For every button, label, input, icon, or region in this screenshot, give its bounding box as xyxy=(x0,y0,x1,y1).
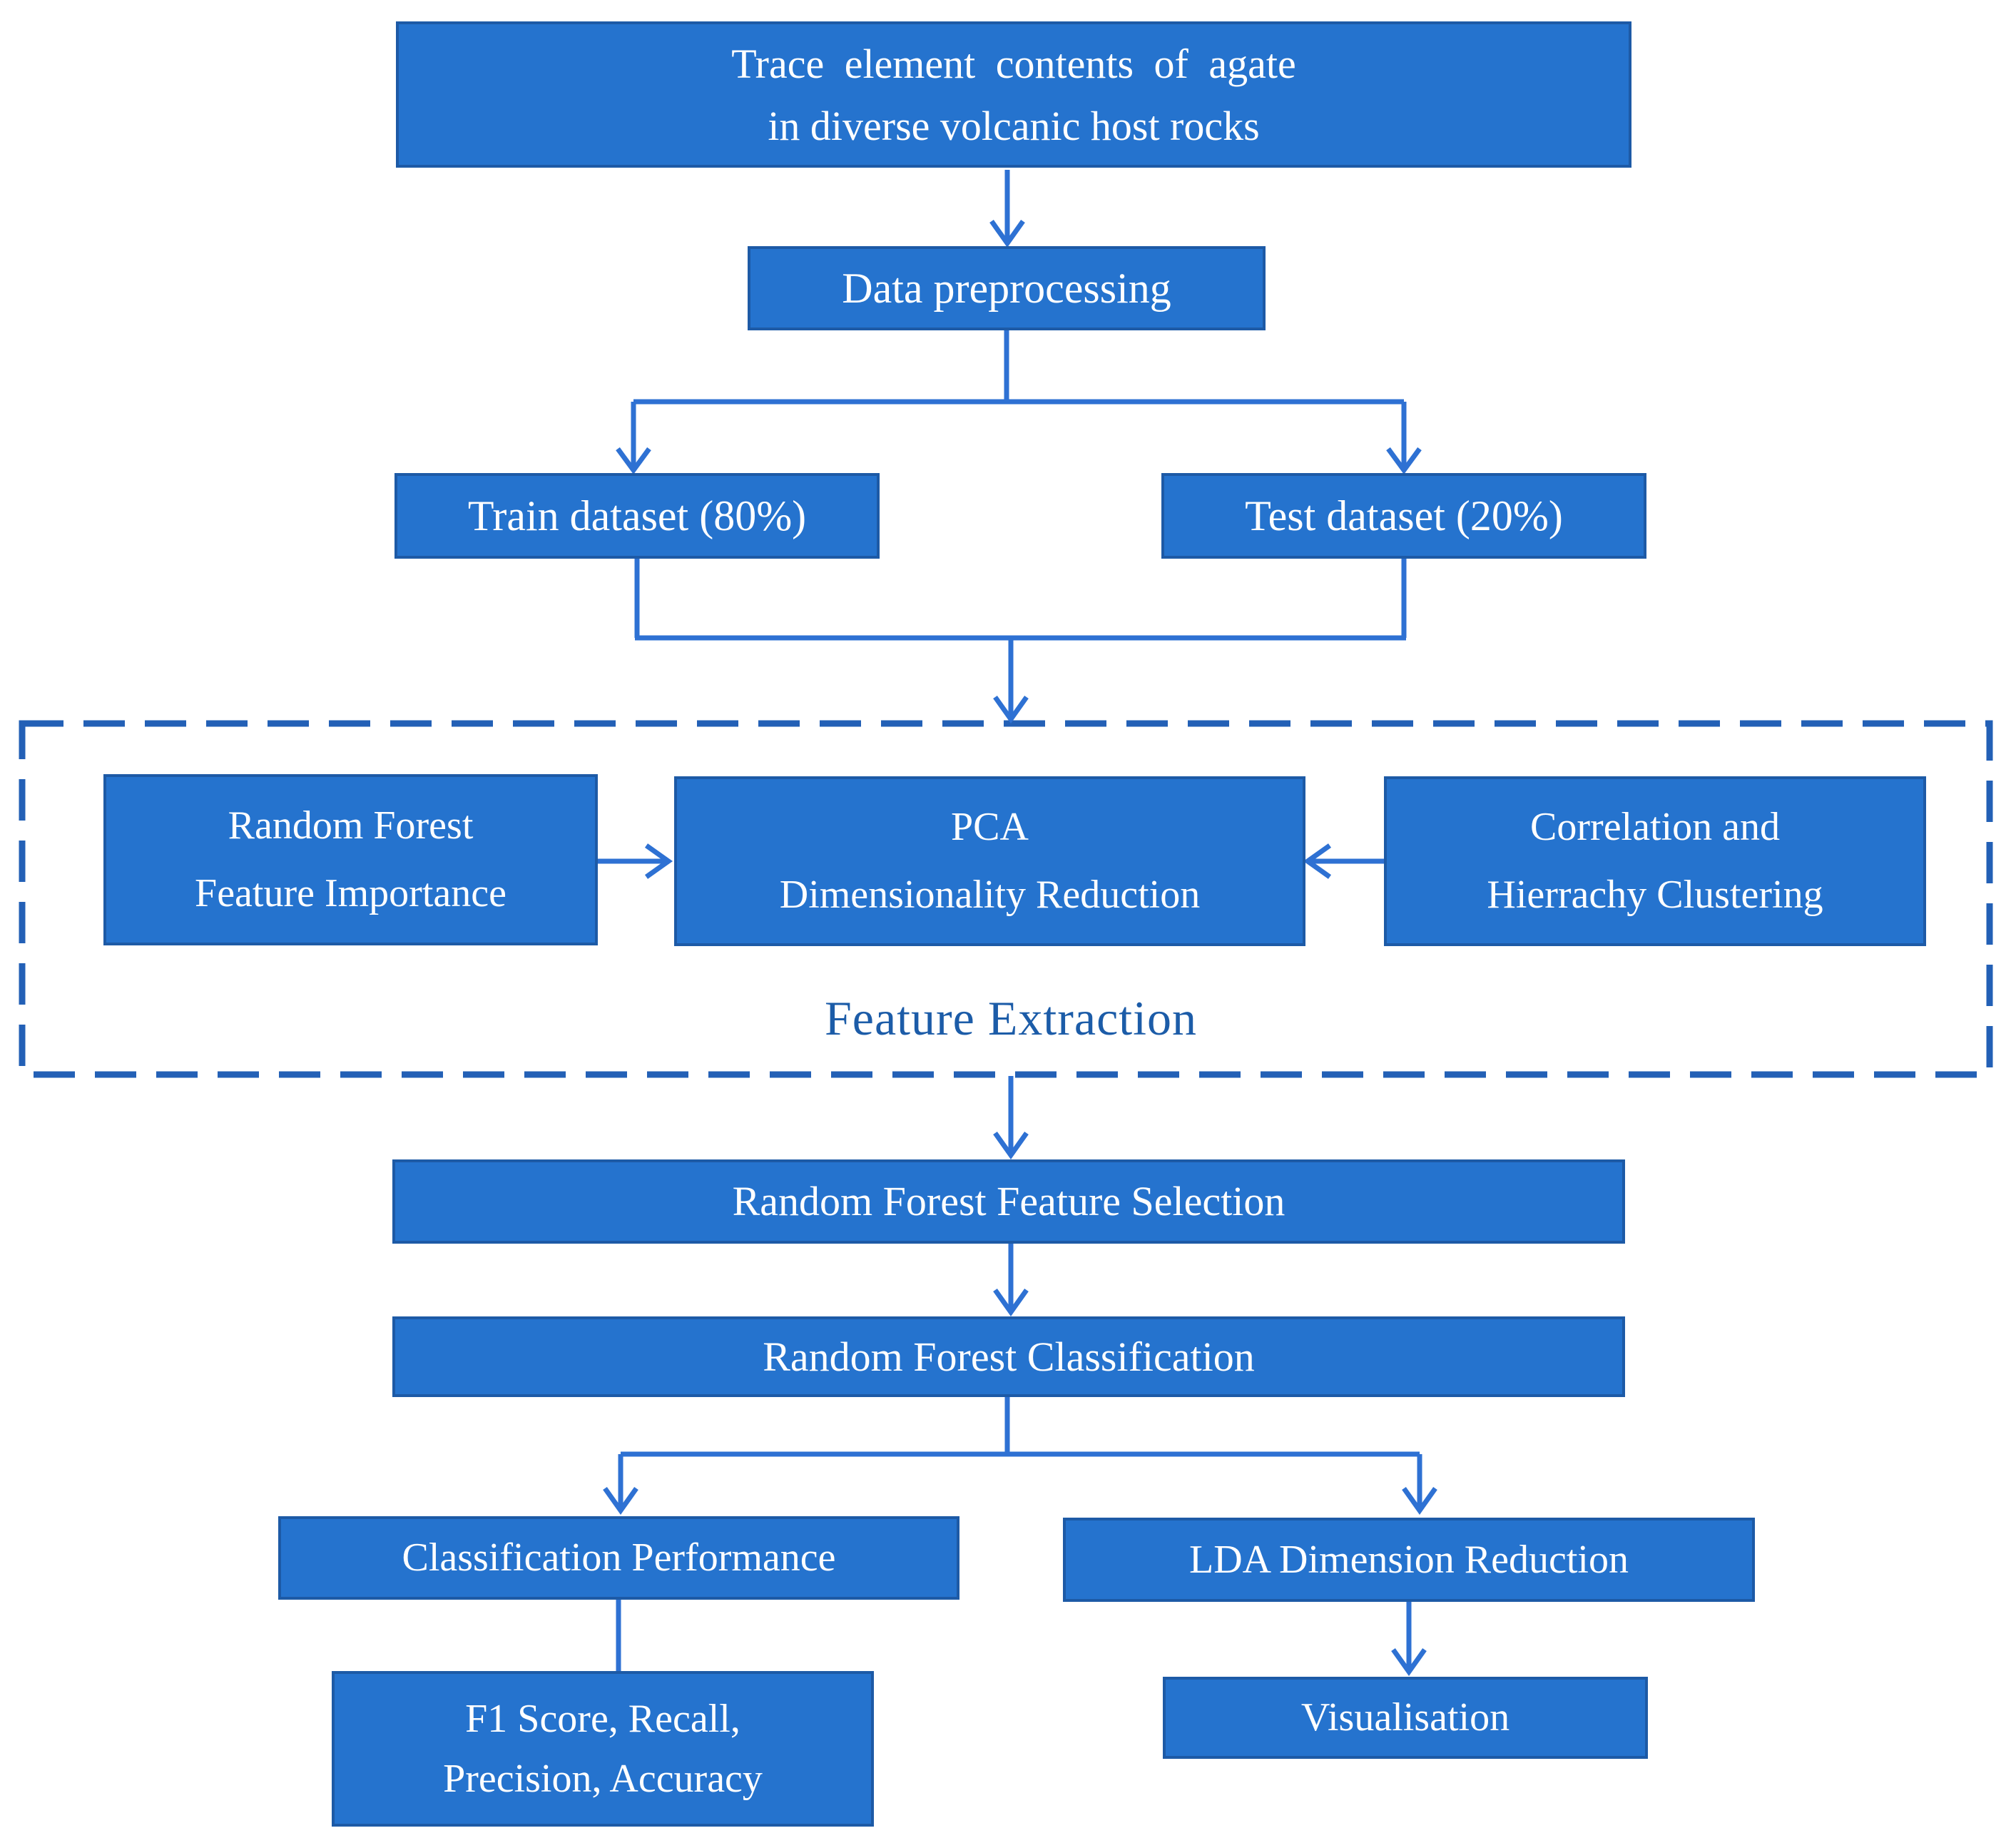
node-label-line: Hierrachy Clustering xyxy=(1487,873,1823,917)
arrowhead-down-icon xyxy=(1391,1648,1427,1677)
node-label-line: Dimensionality Reduction xyxy=(779,873,1201,917)
node-label-line: Feature Importance xyxy=(195,871,506,915)
split-connector xyxy=(618,1397,1422,1509)
node-label-line: Trace element contents of agate xyxy=(731,40,1296,87)
arrowhead-down-icon xyxy=(993,1288,1029,1317)
arrowhead-down-icon xyxy=(1402,1486,1437,1516)
node-label-line: LDA Dimension Reduction xyxy=(1189,1537,1629,1582)
node-correlation-hierarchy-clustering: Correlation and Hierrachy Clustering xyxy=(1384,776,1926,946)
node-label-line: Visualisation xyxy=(1300,1695,1510,1740)
node-label-line: Data preprocessing xyxy=(842,265,1171,312)
node-label-line: in diverse volcanic host rocks xyxy=(768,102,1260,149)
node-label-line: PCA xyxy=(951,804,1029,849)
node-label-line: F1 Score, Recall, xyxy=(465,1697,740,1741)
node-data-preprocessing: Data preprocessing xyxy=(748,246,1266,330)
merge-connector xyxy=(634,559,1407,718)
node-lda-dimension-reduction: LDA Dimension Reduction xyxy=(1063,1518,1755,1602)
arrowhead-down-icon xyxy=(993,695,1029,724)
feature-extraction-label: Feature Extraction xyxy=(824,990,1198,1045)
node-trace-element-contents: Trace element contents of agate in diver… xyxy=(396,21,1631,168)
node-label-line: Train dataset (80%) xyxy=(467,492,807,539)
node-test-dataset: Test dataset (20%) xyxy=(1161,473,1646,559)
arrowhead-down-icon xyxy=(1386,447,1422,474)
split-connector xyxy=(631,330,1407,468)
node-pca-dimensionality-reduction: PCA Dimensionality Reduction xyxy=(674,776,1305,946)
node-label-line: Random Forest Feature Selection xyxy=(732,1178,1285,1225)
arrowhead-right-icon xyxy=(644,843,673,879)
node-label-line: Correlation and xyxy=(1530,804,1780,849)
node-train-dataset: Train dataset (80%) xyxy=(394,473,880,559)
arrowhead-left-icon xyxy=(1303,843,1332,879)
node-classification-performance: Classification Performance xyxy=(278,1516,959,1600)
feature-extraction-dashed-border xyxy=(19,720,1993,1078)
arrowhead-down-icon xyxy=(603,1486,638,1516)
node-label-line: Test dataset (20%) xyxy=(1245,492,1563,539)
node-random-forest-feature-selection: Random Forest Feature Selection xyxy=(392,1159,1625,1244)
node-label-line: Random Forest Classification xyxy=(763,1333,1255,1380)
arrowhead-down-icon xyxy=(989,219,1025,248)
node-label-line: Classification Performance xyxy=(402,1535,836,1580)
node-label-line: Precision, Accuracy xyxy=(443,1757,763,1801)
node-performance-metrics: F1 Score, Recall, Precision, Accuracy xyxy=(332,1671,874,1827)
arrowhead-down-icon xyxy=(993,1131,1029,1160)
node-random-forest-classification: Random Forest Classification xyxy=(392,1316,1625,1397)
node-random-forest-feature-importance: Random Forest Feature Importance xyxy=(103,774,598,945)
flow-arrows xyxy=(598,170,1437,1677)
arrowhead-down-icon xyxy=(616,447,651,474)
node-label-line: Random Forest xyxy=(228,803,474,848)
node-visualisation: Visualisation xyxy=(1163,1677,1648,1759)
